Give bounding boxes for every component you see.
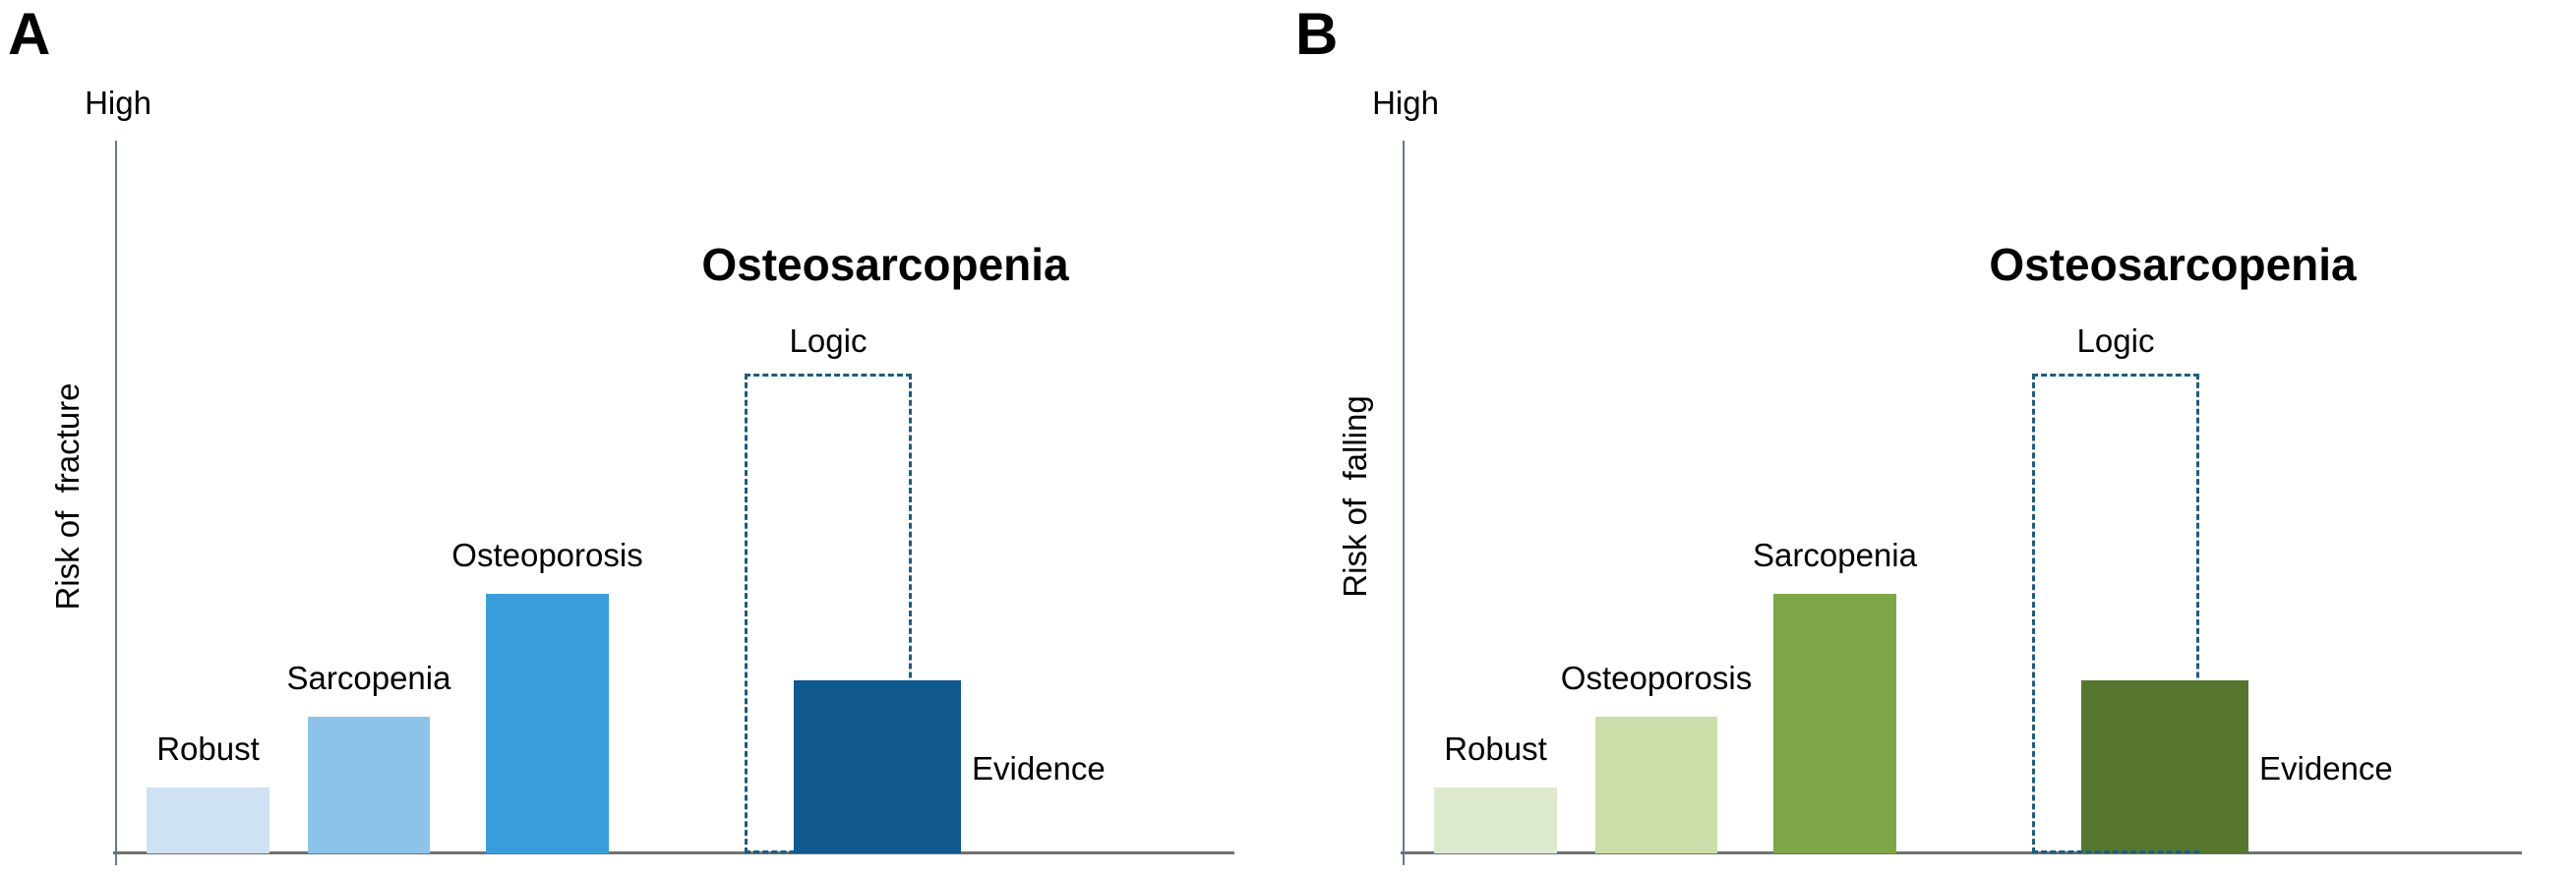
panel-b-bar-evidence <box>2081 680 2248 853</box>
panel-b-title: Osteosarcopenia <box>1989 239 2357 290</box>
panel-a-logic-label: Logic <box>789 322 868 359</box>
panel-a-letter: A <box>8 1 51 67</box>
panel-b: B High Risk of falling Osteosarcopenia L… <box>1288 0 2575 876</box>
panel-a-high-label: High <box>85 85 151 121</box>
panel-b-bar-label-osteoporosis: Osteoporosis <box>1560 660 1753 696</box>
panel-a-y-axis-label: Risk of fracture <box>49 382 86 611</box>
panel-b-bar-label-robust: Robust <box>1444 730 1547 767</box>
panel-a-bar-label-osteoporosis: Osteoporosis <box>451 537 643 573</box>
panel-b-bar-label-sarcopenia: Sarcopenia <box>1753 537 1917 573</box>
panel-b-letter: B <box>1295 1 1339 67</box>
panel-b-y-axis-label: Risk of falling <box>1337 395 1373 598</box>
panel-a-bar-label-robust: Robust <box>156 730 260 767</box>
panel-b-logic-box-bottom-dashes <box>2032 850 2199 853</box>
panel-b-bar-robust <box>1434 788 1557 853</box>
panel-a-bar-evidence <box>794 680 961 853</box>
panel-a: A High Risk of fracture Osteosarcopenia … <box>8 1 1234 865</box>
panel-b-bar-sarcopenia <box>1773 594 1896 853</box>
panel-a-bar-robust <box>147 788 270 853</box>
panel-b-evidence-label: Evidence <box>2259 750 2393 787</box>
panel-b-bar-osteoporosis <box>1595 717 1717 853</box>
panel-a-bar-sarcopenia <box>308 717 430 853</box>
panel-a-y-axis <box>115 141 117 865</box>
panel-a-bar-osteoporosis <box>486 594 609 853</box>
panel-a-title: Osteosarcopenia <box>701 239 1069 290</box>
panel-b-x-axis <box>1401 851 2522 854</box>
panel-b-logic-label: Logic <box>2076 322 2155 359</box>
panel-b-high-label: High <box>1372 85 1439 121</box>
panel-a-bar-label-sarcopenia: Sarcopenia <box>286 660 451 696</box>
panel-a-x-axis <box>113 851 1234 854</box>
panel-b-y-axis <box>1403 141 1405 865</box>
panel-a-evidence-label: Evidence <box>972 750 1106 787</box>
